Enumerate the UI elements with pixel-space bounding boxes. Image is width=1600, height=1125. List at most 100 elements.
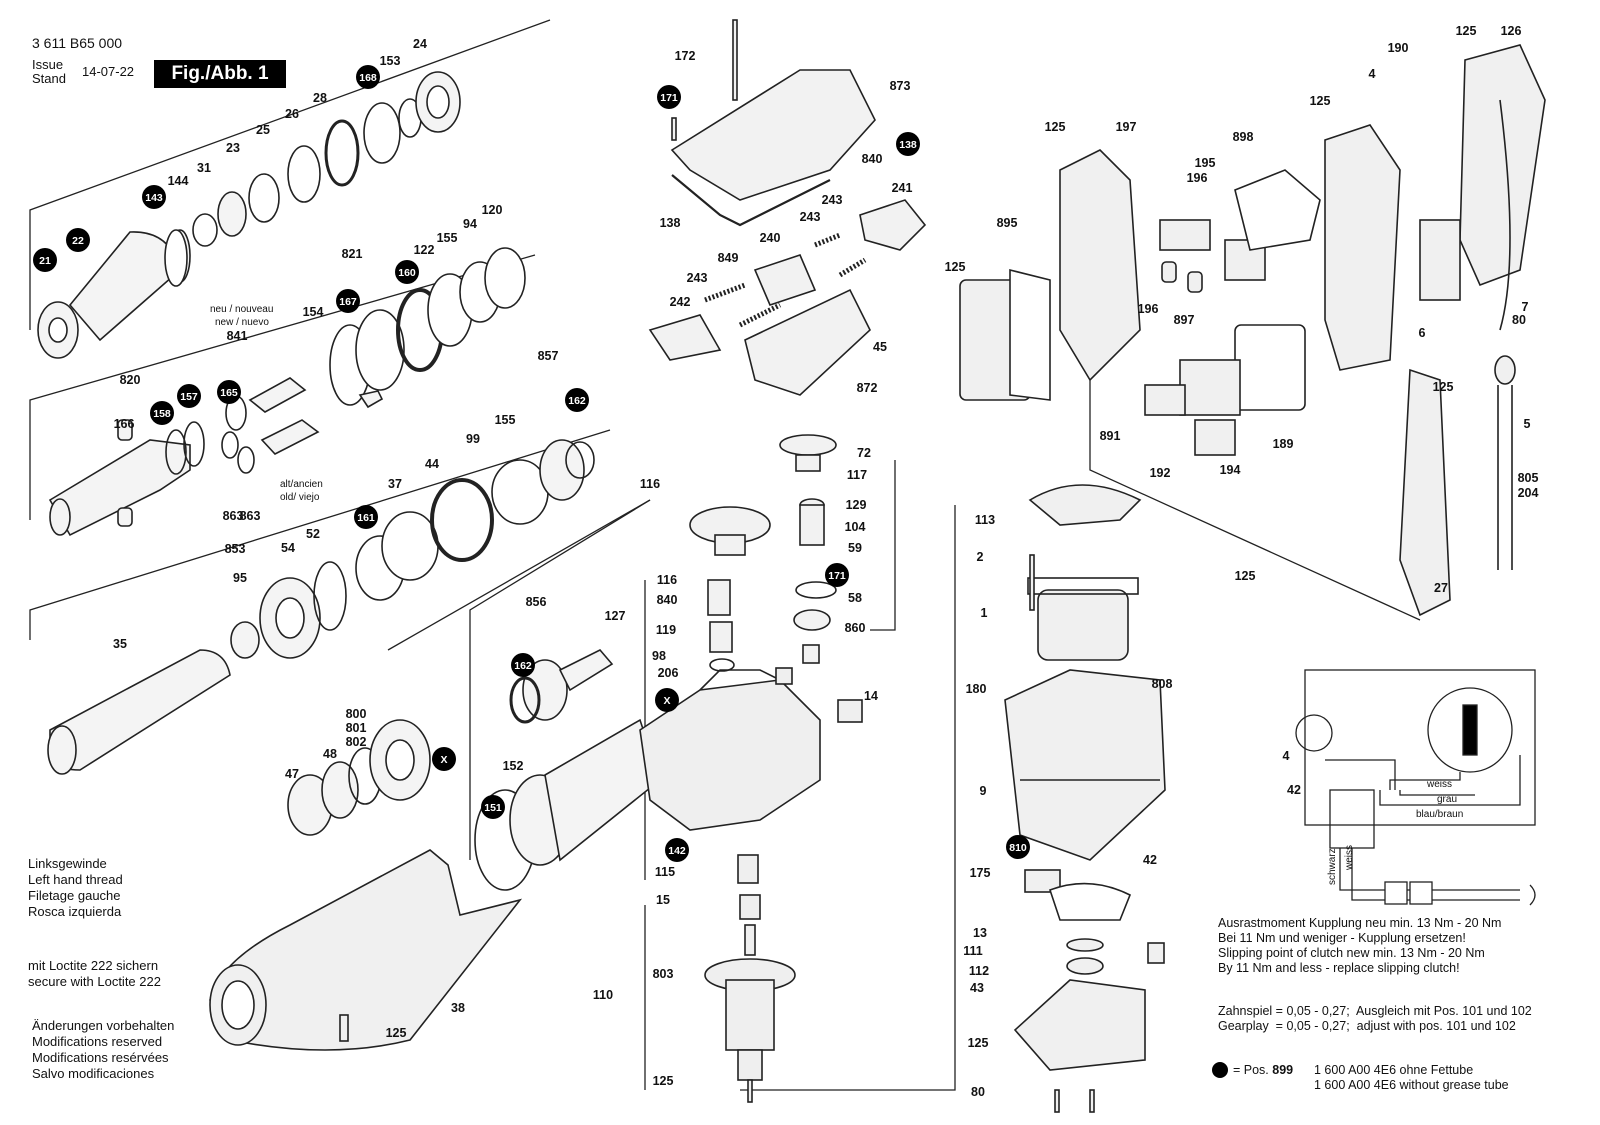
small-parts-195 [959,169,1461,456]
callout-badge: 171 [657,85,681,109]
switch-box [1329,789,1375,849]
callout-label: 125 [1310,94,1331,108]
callout-label: 195 [1195,156,1216,170]
callout-label: 110 [593,988,613,1002]
svg-text:162: 162 [514,660,532,672]
callout-label: 116 [640,477,660,491]
handle-189 [1324,124,1401,371]
callout-label: 821 [342,247,363,261]
svg-text:161: 161 [357,512,375,524]
callout-label: 58 [848,591,862,605]
callout-label: 2 [977,550,984,564]
callout-label: 37 [388,477,402,491]
callout-label: 119 [656,623,676,637]
callout-label: 1 [981,606,988,620]
callout-label: 154 [303,305,324,319]
callout-label: 115 [655,865,675,879]
svg-text:171: 171 [828,570,846,582]
callout-label: 28 [313,91,327,105]
callout-label: 166 [114,417,135,431]
callout-label: 98 [652,649,666,663]
legend-loctite: mit Loctite 222 sichern secure with Loct… [28,958,161,989]
switch-symbol [1295,714,1333,752]
callout-badge: 160 [395,260,419,284]
callout-label: 206 [658,666,679,680]
callout-label: 856 [526,595,547,609]
callout-badge: X [432,747,456,771]
callout-label: 891 [1100,429,1121,443]
callout-label: 80 [971,1085,985,1099]
callout-label: 112 [969,964,989,978]
callout-label: 196 [1138,302,1159,316]
callout-label: 820 [120,373,141,387]
callout-label: 125 [968,1036,989,1050]
piston-856 [509,649,614,724]
callout-label: 196 [1187,171,1208,185]
callout-label: 59 [848,541,862,555]
callout-label: 42 [1143,853,1157,867]
callout-label: 138 [660,216,681,230]
svg-text:162: 162 [568,395,586,407]
spindle-820 [48,419,205,537]
callout-label: 863 [223,509,244,523]
callout-badge: 22 [66,228,90,252]
issue-label: Issue Stand [32,58,66,86]
callout-label: 15 [656,893,670,907]
callout-label: 125 [1456,24,1477,38]
callout-label: 802 [346,735,367,749]
callout-badge: 810 [1006,835,1030,859]
note-pos899-prefix: = Pos. 899 [1233,1063,1293,1078]
callout-label: 129 [846,498,867,512]
wire-label-grau: grau [1437,794,1457,805]
callout-label: 23 [226,141,240,155]
callout-label: 4 [1369,67,1376,81]
callout-label: 853 [225,542,246,556]
callout-label: 243 [800,210,821,224]
motor-group [1004,484,1166,1113]
callout-label: 898 [1233,130,1254,144]
callout-label: 240 [760,231,781,245]
callout-badge: 162 [565,388,589,412]
callout-label: 144 [168,174,189,188]
callout-label: 52 [306,527,320,541]
frame-line [740,505,956,1091]
callout-label: 192 [1150,466,1171,480]
note-clutch: Ausrastmoment Kupplung neu min. 13 Nm - … [1218,916,1502,975]
frame-line [29,429,611,640]
pos899-prefix: = Pos. [1233,1063,1269,1077]
callout-label: 152 [503,759,524,773]
annotation-alt-2: old/ viejo [280,492,320,503]
motor-symbol [1427,687,1513,773]
annotation-neu-1: neu / nouveau [210,304,273,315]
callout-badge: 168 [356,65,380,89]
svg-text:22: 22 [72,235,84,247]
wiring-frame [1304,669,1536,826]
ring-group-3 [355,439,595,601]
callout-label: 43 [970,981,984,995]
callout-label: 127 [605,609,626,623]
svg-text:151: 151 [484,802,502,814]
callout-label: 9 [980,784,987,798]
callout-label: 857 [538,349,559,363]
callout-label: 47 [285,767,299,781]
callout-label: 873 [890,79,911,93]
callout-label: 189 [1273,437,1294,451]
callout-label: 27 [1434,581,1448,595]
callout-label: 180 [966,682,987,696]
callout-badge: 143 [142,185,166,209]
callout-label: 242 [670,295,691,309]
issue-label-en: Issue [32,57,64,72]
svg-text:167: 167 [339,296,357,308]
housing-38 [209,849,523,1051]
callout-label: 125 [1433,380,1454,394]
pos899-number: 899 [1272,1063,1294,1077]
callout-label: 120 [482,203,503,217]
callout-label: 897 [1174,313,1195,327]
callout-label: 805 [1518,471,1539,485]
switch-parts-240 [648,199,927,396]
callout-label: 122 [414,243,435,257]
callout-label: 94 [463,217,477,231]
frame-line [29,254,536,520]
callout-badge: 165 [217,380,241,404]
svg-text:143: 143 [145,192,163,204]
